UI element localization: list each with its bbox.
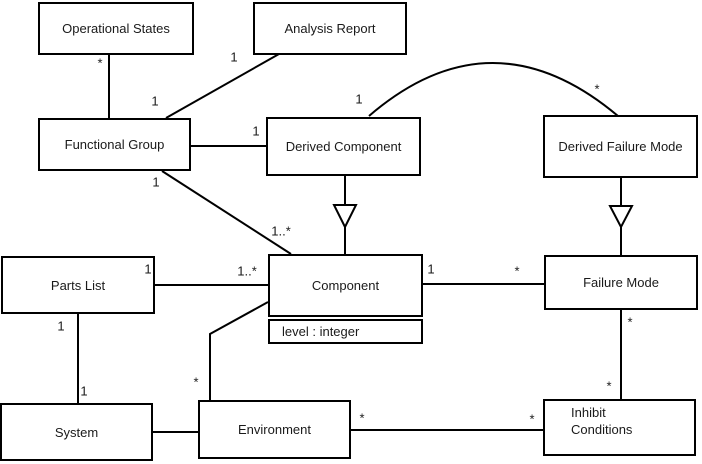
node-derived-failure-mode: Derived Failure Mode: [543, 115, 698, 178]
node-inhibit-conditions: Inhibit Conditions: [543, 399, 696, 456]
generalization-triangle-icon: [608, 205, 634, 230]
multiplicity-label: *: [193, 374, 199, 390]
multiplicity-label: 1: [152, 174, 160, 190]
node-label-inhibit-conditions: Inhibit Conditions: [571, 405, 633, 437]
node-failure-mode: Failure Mode: [544, 255, 698, 310]
multiplicity-label: *: [97, 55, 103, 71]
node-functional-group: Functional Group: [38, 118, 191, 171]
multiplicity-label: 1..*: [237, 263, 257, 279]
multiplicity-label: *: [594, 81, 600, 97]
multiplicity-label: *: [606, 378, 612, 394]
multiplicity-label: 1: [151, 93, 159, 109]
node-component: Component: [268, 254, 423, 317]
multiplicity-label: 1: [57, 318, 65, 334]
multiplicity-label: 1: [427, 261, 435, 277]
node-component-attributes: level : integer: [268, 319, 423, 344]
multiplicity-label: 1..*: [271, 223, 291, 239]
attribute-level-integer: level : integer: [282, 324, 360, 339]
edge-functional-group-component: [161, 170, 292, 255]
multiplicity-label: 1: [252, 123, 260, 139]
node-label-failure-mode: Failure Mode: [583, 275, 659, 290]
node-operational-states: Operational States: [38, 2, 194, 55]
multiplicity-label: *: [514, 263, 520, 279]
node-label-parts-list: Parts List: [50, 277, 106, 293]
multiplicity-label: *: [627, 314, 633, 330]
node-label-system: System: [54, 424, 99, 440]
multiplicity-label: 1: [355, 91, 363, 107]
node-system: System: [0, 403, 153, 461]
node-label-functional-group: Functional Group: [64, 137, 165, 152]
node-analysis-report: Analysis Report: [253, 2, 407, 55]
node-label-component: Component: [311, 278, 380, 293]
multiplicity-label: 1: [144, 261, 152, 277]
generalization-triangle-icon: [332, 204, 358, 230]
node-parts-list: Parts List: [1, 256, 155, 314]
edge-derived-component-derived-failure-mode-arc: [368, 62, 619, 117]
multiplicity-label: 1: [80, 383, 88, 399]
node-label-operational-states: Operational States: [62, 21, 170, 36]
node-label-derived-component: Derived Component: [285, 139, 402, 154]
node-label-analysis-report: Analysis Report: [284, 21, 376, 36]
node-label-environment: Environment: [238, 422, 311, 437]
multiplicity-label: *: [529, 411, 535, 427]
node-derived-component: Derived Component: [266, 117, 421, 176]
node-label-derived-failure-mode: Derived Failure Mode: [558, 139, 683, 154]
edge-analysis-report-functional-group: [165, 53, 280, 119]
edge-environment-component: [209, 301, 269, 400]
multiplicity-label: 1: [230, 49, 238, 65]
node-environment: Environment: [198, 400, 351, 459]
multiplicity-label: *: [359, 410, 365, 426]
